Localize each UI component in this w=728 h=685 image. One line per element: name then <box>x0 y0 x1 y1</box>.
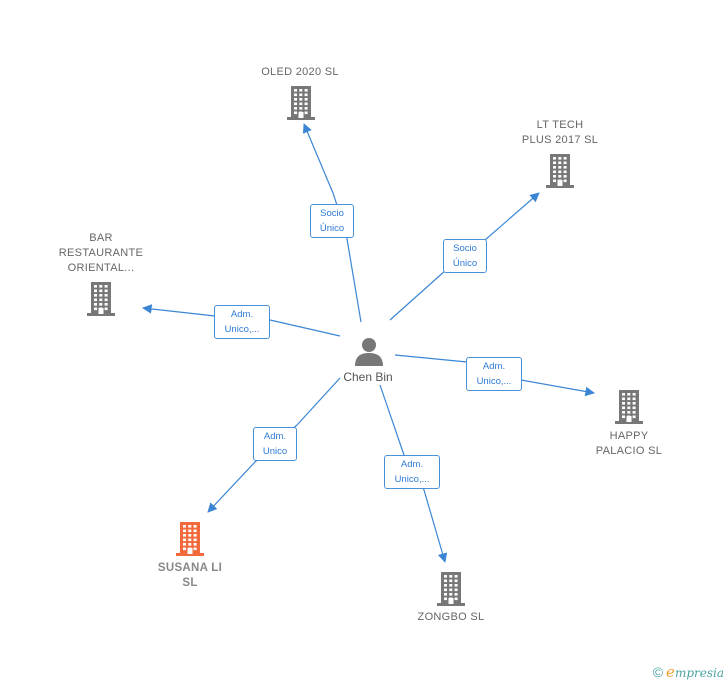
company-name-line: BAR <box>89 232 113 244</box>
brand-logo-text: mpresia <box>674 666 724 680</box>
building-icon <box>87 282 115 316</box>
relation-label-line: Adm. <box>263 431 287 442</box>
company-icon-bar[interactable] <box>87 282 115 321</box>
company-name-line: SL <box>182 577 198 589</box>
relation-label-line: Socio <box>453 243 477 254</box>
relation-label-line: Adm. <box>400 459 424 470</box>
company-name-happy[interactable]: HAPPY PALACIO SL <box>564 429 694 459</box>
person-name: Chen Bin <box>343 370 393 384</box>
company-name-line: ORIENTAL... <box>67 262 135 274</box>
person-node[interactable] <box>352 334 386 368</box>
company-name-line: PALACIO SL <box>595 445 663 457</box>
relation-label-line: Único <box>319 223 345 234</box>
company-icon-lttech[interactable] <box>546 154 574 193</box>
brand-footer: ©empresia <box>653 663 724 681</box>
relation-label-line: Unico,... <box>224 324 260 335</box>
company-name-bar[interactable]: BAR RESTAURANTE ORIENTAL... <box>36 231 166 276</box>
company-name-line: OLED 2020 SL <box>261 66 339 78</box>
relation-label-susana[interactable]: Adm. Unico <box>253 427 297 461</box>
company-name-line: RESTAURANTE <box>58 247 144 259</box>
company-icon-susana[interactable] <box>176 522 204 561</box>
company-name-line: PLUS 2017 SL <box>521 134 599 146</box>
building-icon <box>546 154 574 188</box>
relation-label-line: Unico,... <box>476 376 512 387</box>
company-name-zongbo[interactable]: ZONGBO SL <box>386 610 516 625</box>
company-icon-happy[interactable] <box>615 390 643 429</box>
relation-label-line: Único <box>452 258 478 269</box>
building-icon <box>615 390 643 424</box>
relation-label-bar[interactable]: Adm. Unico,... <box>214 305 270 339</box>
building-icon <box>176 522 204 556</box>
relation-label-line: Adm. <box>230 309 254 320</box>
company-icon-oled[interactable] <box>287 86 315 125</box>
company-name-line: ZONGBO SL <box>417 611 485 623</box>
company-name-susana[interactable]: SUSANA LI SL <box>125 561 255 591</box>
company-name-lttech[interactable]: LT TECH PLUS 2017 SL <box>495 118 625 148</box>
company-icon-zongbo[interactable] <box>437 572 465 611</box>
building-icon <box>287 86 315 120</box>
relation-label-line: Unico,... <box>394 474 430 485</box>
company-name-oled[interactable]: OLED 2020 SL <box>235 65 365 80</box>
brand-logo-initial: e <box>666 663 675 681</box>
relation-label-happy[interactable]: Adm. Unico,... <box>466 357 522 391</box>
person-icon <box>355 338 383 366</box>
copyright-symbol: © <box>652 664 664 680</box>
company-name-line: HAPPY <box>609 430 649 442</box>
relation-label-line: Unico <box>262 446 288 457</box>
relation-label-line: Adm. <box>482 361 506 372</box>
company-name-line: LT TECH <box>536 119 584 131</box>
company-name-line: SUSANA LI <box>157 562 223 574</box>
relation-label-zongbo[interactable]: Adm. Unico,... <box>384 455 440 489</box>
relation-label-line: Socio <box>320 208 344 219</box>
building-icon <box>437 572 465 606</box>
